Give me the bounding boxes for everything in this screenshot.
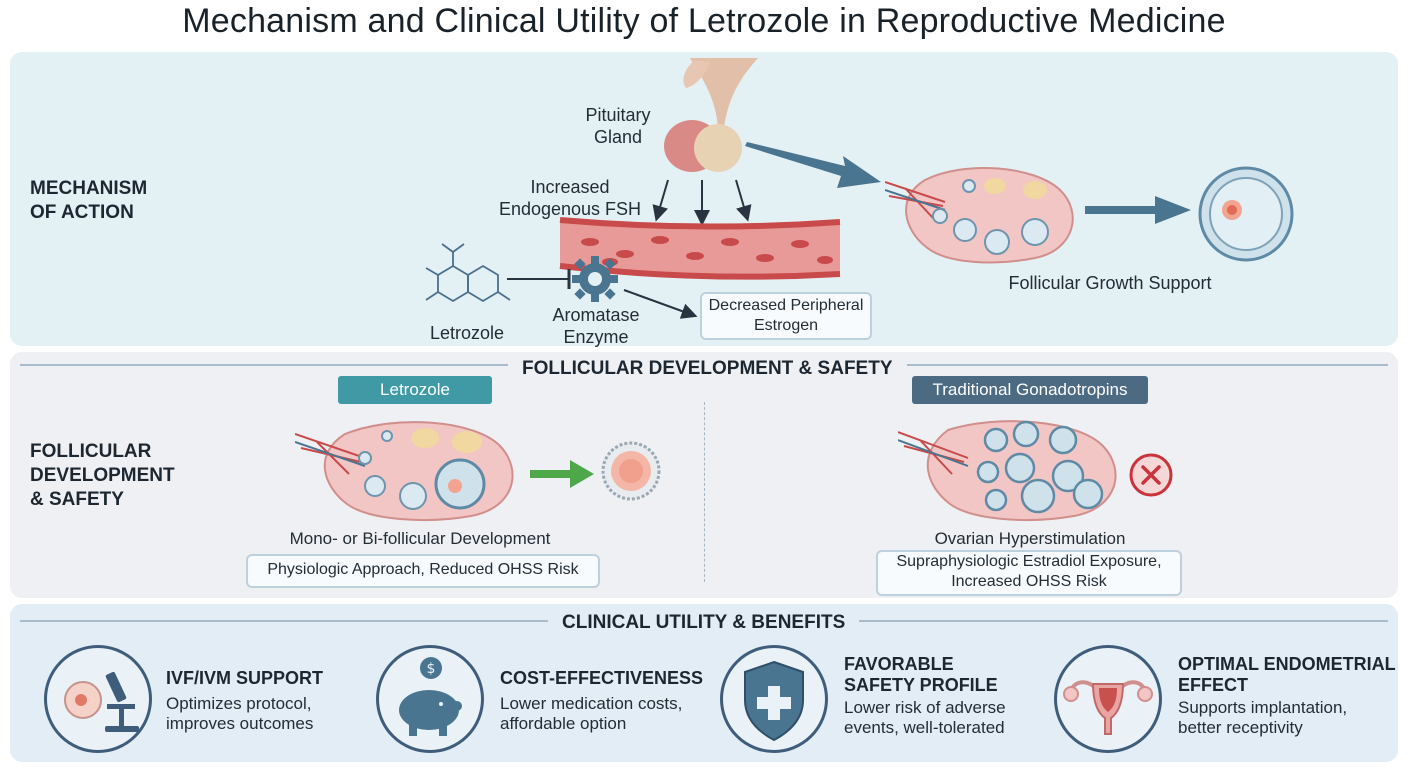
mature-follicle-icon: [1198, 166, 1294, 262]
clinical-header: CLINICAL UTILITY & BENEFITS: [548, 612, 860, 634]
letrozole-pill: Letrozole: [338, 376, 492, 404]
svg-text:$: $: [427, 661, 436, 677]
benefit-title-endometrial: OPTIMAL ENDOMETRIAL EFFECT: [1178, 654, 1396, 695]
uterus-icon: [1063, 680, 1153, 735]
benefit-title-safety: FAVORABLE SAFETY PROFILE: [844, 654, 998, 695]
ivf-support-icon-circle: [44, 645, 152, 753]
follicular-growth-label: Follicular Growth Support: [1008, 273, 1212, 293]
benefit-desc-safety: Lower risk of adverse events, well-toler…: [844, 698, 1006, 737]
benefit-desc-ivf: Optimizes protocol, improves outcomes: [166, 694, 314, 733]
fsh-label: Increased Endogenous FSH: [498, 177, 642, 219]
cost-effectiveness-icon-circle: $: [376, 645, 484, 753]
page-title: Mechanism and Clinical Utility of Letroz…: [182, 2, 1226, 40]
benefit-title-ivf: IVF/IVM SUPPORT: [166, 668, 324, 688]
follicular-section-label: FOLLICULAR DEVELOPMENT & SAFETY: [30, 441, 175, 510]
safety-icon-circle: [720, 645, 828, 753]
hyperstimulated-ovary-illustration: [898, 420, 1117, 521]
aromatase-label: Aromatase Enzyme: [552, 305, 640, 347]
decreased-estrogen-box: Decreased Peripheral Estrogen: [700, 292, 872, 340]
letrozole-benefit-box: Physiologic Approach, Reduced OHSS Risk: [246, 554, 600, 588]
fsh-arrows: [652, 179, 752, 226]
endometrial-icon-circle: [1054, 645, 1162, 753]
letrozole-molecule-icon: [425, 243, 511, 303]
benefit-desc-endometrial: Supports implantation, better receptivit…: [1178, 698, 1348, 737]
cross-warning-icon: [1129, 453, 1173, 497]
gonadotropin-result-label: Ovarian Hyperstimulation: [934, 529, 1126, 548]
estrogen-arrow: [623, 289, 698, 319]
oocyte-icon: [601, 441, 661, 501]
ovary-illustration: [885, 167, 1074, 264]
shield-icon: [744, 660, 804, 742]
comparison-divider: [704, 402, 705, 582]
inhibition-line: [507, 269, 571, 289]
aromatase-gear-icon: [572, 256, 618, 302]
blood-vessel-illustration: [559, 217, 841, 280]
mechanism-section-label: MECHANISM OF ACTION: [30, 178, 148, 223]
letrozole-ovary-illustration: [295, 421, 514, 521]
letrozole-label: Letrozole: [429, 323, 505, 343]
letrozole-result-label: Mono- or Bi-follicular Development: [289, 529, 551, 548]
pituitary-gland-icon: [664, 58, 758, 172]
pituitary-label: Pituitary Gland: [585, 105, 651, 147]
ovary-to-follicle-arrow: [1085, 196, 1191, 224]
piggy-bank-icon: $: [399, 657, 462, 736]
follicular-header: FOLLICULAR DEVELOPMENT & SAFETY: [508, 358, 907, 380]
pituitary-to-ovary-arrow: [745, 142, 881, 188]
microscope-icon: [64, 671, 139, 732]
gonadotropins-pill: Traditional Gonadotropins: [912, 376, 1148, 404]
benefit-desc-cost: Lower medication costs, affordable optio…: [500, 694, 683, 733]
benefit-title-cost: COST-EFFECTIVENESS: [500, 668, 704, 688]
letrozole-green-arrow: [530, 460, 594, 488]
gonadotropin-risk-box: Supraphysiologic Estradiol Exposure, Inc…: [876, 550, 1182, 596]
